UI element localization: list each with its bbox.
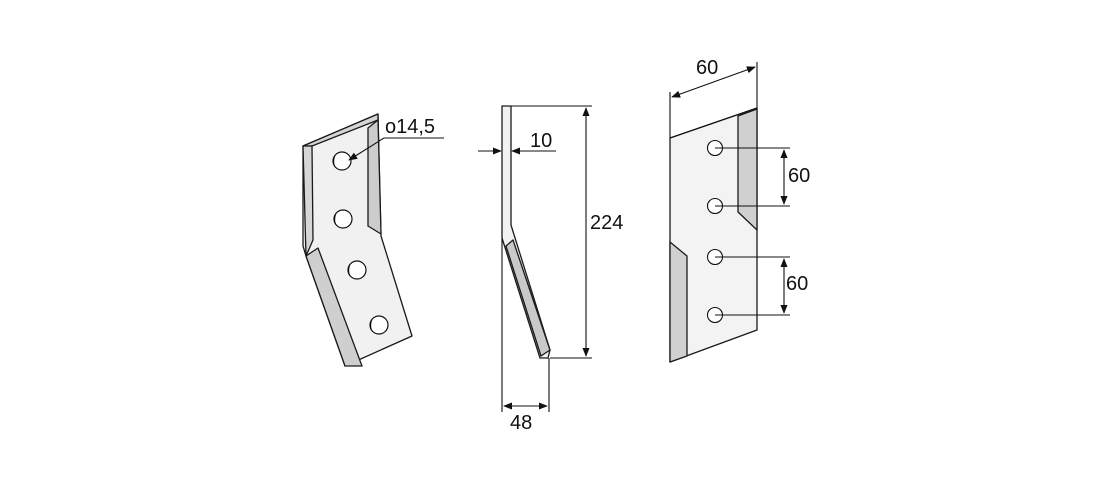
hole [332,151,352,171]
front-right-bevel [737,108,758,231]
front-holes [706,139,724,324]
thickness-label: 10 [530,130,552,152]
blade-left-bevel-upper [302,145,314,257]
tip-width-label: 48 [510,412,532,434]
hole [369,315,389,335]
hole [347,260,367,280]
blade-right-bevel-upper [367,119,382,235]
hole [333,209,353,229]
hole-shadow [333,155,336,168]
width-label: 60 [696,57,718,79]
blade-lower-bevel [305,247,363,367]
hole-shadow [370,319,373,332]
hole-diameter-label: o14,5 [385,116,435,138]
blade-front-view: 60 60 60 [669,57,810,363]
hole-shadow [348,264,351,277]
blade-profile-bevel [505,239,551,357]
hole-diameter-arrow [348,137,385,161]
spacing-lower-label: 60 [786,273,808,295]
blade-isometric-view: o14,5 [302,113,444,367]
blade-holes [332,151,389,335]
front-top-edge [669,107,758,139]
front-left-bevel [669,241,688,363]
blade-face [302,113,413,367]
blade-side-view: 10 224 48 [478,105,623,434]
spacing-upper-label: 60 [788,165,810,187]
length-label: 224 [590,212,623,234]
hole-shadow [334,213,337,226]
width-dim-line [671,66,756,98]
